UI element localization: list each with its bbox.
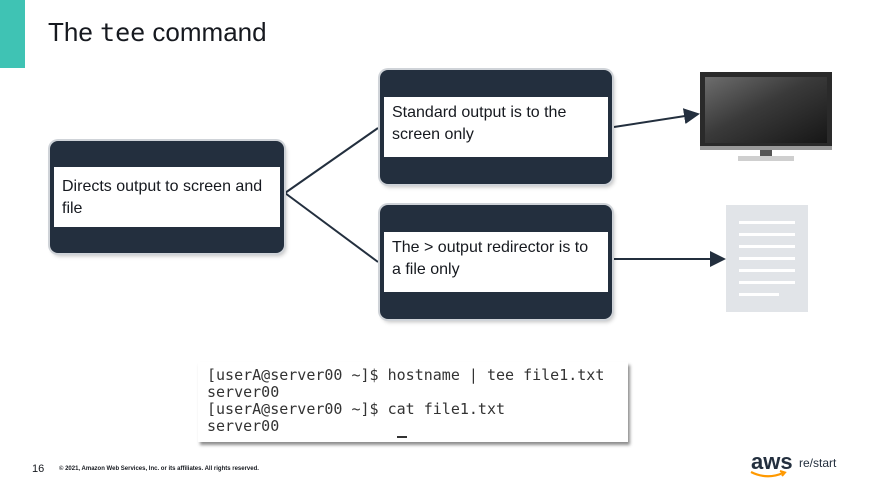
branch-line-upper [284, 127, 379, 194]
terminal-line: server00 [207, 383, 280, 401]
source-box-text: Directs output to screen and file [54, 167, 280, 227]
terminal-line: [userA@server00 ~]$ cat file1.txt [207, 400, 506, 418]
screen-output-text: Standard output is to the screen only [384, 97, 608, 157]
branch-line-lower [284, 192, 379, 263]
terminal-cursor [397, 436, 407, 438]
arrow-to-monitor [613, 108, 700, 128]
aws-logo: aws [751, 449, 793, 474]
document-icon [726, 205, 808, 312]
screen-output-box: Standard output is to the screen only [380, 70, 612, 184]
page-number: 16 [32, 463, 45, 475]
restart-tagline: re/start [799, 456, 837, 470]
terminal-line: [userA@server00 ~]$ hostname | tee file1… [207, 366, 605, 384]
copyright-notice: © 2021, Amazon Web Services, Inc. or its… [59, 466, 259, 472]
file-redirect-text: The > output redirector is to a file onl… [384, 232, 608, 292]
title-command: tee [100, 18, 146, 47]
aws-smile-icon [750, 470, 787, 478]
terminal-output: [userA@server00 ~]$ hostname | tee file1… [198, 362, 628, 442]
accent-bar [0, 0, 25, 68]
source-box: Directs output to screen and file [50, 141, 284, 253]
slide-title: The tee command [48, 17, 267, 47]
terminal-line: server00 [207, 417, 280, 435]
monitor-icon [700, 72, 832, 161]
file-redirect-box: The > output redirector is to a file onl… [380, 205, 612, 319]
